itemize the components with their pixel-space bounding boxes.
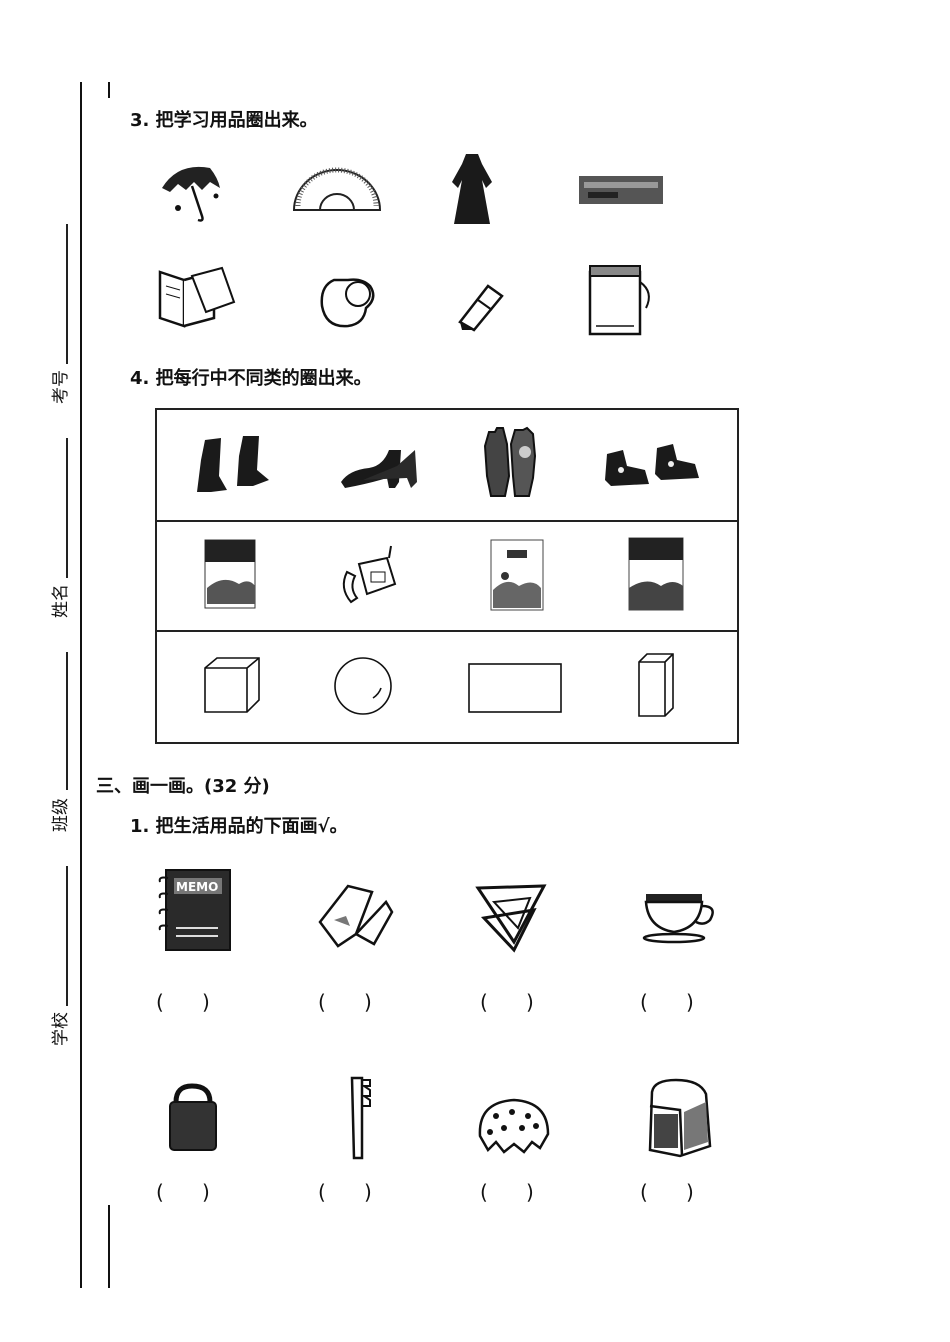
rectangle-icon[interactable] [467, 662, 563, 714]
high-heel-icon[interactable] [337, 442, 421, 492]
classification-table [155, 408, 739, 744]
answer-blank[interactable]: ( ) [156, 990, 210, 1014]
book-icon[interactable] [489, 538, 545, 612]
shoes-icon[interactable] [601, 440, 705, 492]
boot-icon[interactable] [191, 430, 275, 498]
school-label: 学校 [51, 1012, 71, 1046]
circle-icon[interactable] [333, 656, 393, 716]
answer-blank[interactable]: ( ) [640, 990, 694, 1014]
part-3-title: 三、画一画。(32 分) [96, 776, 270, 797]
table-row-divider [157, 630, 737, 632]
glove-icon [320, 278, 375, 328]
shower-cap-icon [478, 1098, 550, 1154]
exam-number-rule [66, 224, 68, 364]
towel-icon [318, 884, 394, 948]
school-rule [66, 866, 68, 1006]
washing-machine-icon [588, 265, 650, 336]
school-bag-icon [648, 1078, 712, 1158]
exam-number-label: 考号 [51, 370, 71, 404]
class-label: 班级 [51, 798, 71, 832]
telephone-icon[interactable] [337, 544, 399, 608]
protractor-icon [292, 167, 382, 211]
question-4-title: 4. 把每行中不同类的圈出来。 [130, 368, 372, 389]
notebook-icon [158, 266, 236, 328]
toothbrush-icon [350, 1076, 371, 1160]
cuboid-icon[interactable] [637, 652, 677, 718]
answer-blank[interactable]: ( ) [640, 1180, 694, 1204]
part-3-question-1-title: 1. 把生活用品的下面画√。 [130, 816, 348, 837]
cube-icon[interactable] [201, 654, 263, 716]
umbrella-icon [162, 166, 220, 222]
answer-blank[interactable]: ( ) [480, 990, 534, 1014]
answer-blank[interactable]: ( ) [318, 990, 372, 1014]
binding-line-bottom-stub [108, 1205, 110, 1288]
class-rule [66, 652, 68, 790]
book-icon[interactable] [203, 538, 257, 610]
book-icon[interactable] [627, 536, 685, 612]
teacup-icon [642, 894, 714, 944]
binding-line-left [80, 82, 82, 1288]
pencil-case-icon [169, 1083, 217, 1151]
ruler-icon [579, 176, 663, 204]
set-square-icon [475, 884, 547, 953]
svg-text:MEMO: MEMO [176, 880, 218, 894]
question-3-title: 3. 把学习用品圈出来。 [130, 110, 318, 131]
answer-blank[interactable]: ( ) [156, 1180, 210, 1204]
memo-notebook-icon: MEMO [158, 869, 231, 951]
dress-icon [452, 154, 492, 224]
glove-icon[interactable] [479, 426, 541, 500]
table-row-divider [157, 520, 737, 522]
answer-blank[interactable]: ( ) [318, 1180, 372, 1204]
name-label: 姓名 [51, 584, 71, 618]
answer-blank[interactable]: ( ) [480, 1180, 534, 1204]
name-rule [66, 438, 68, 578]
pencil-sharpener-icon [458, 284, 504, 332]
binding-line-top-stub [108, 82, 110, 98]
